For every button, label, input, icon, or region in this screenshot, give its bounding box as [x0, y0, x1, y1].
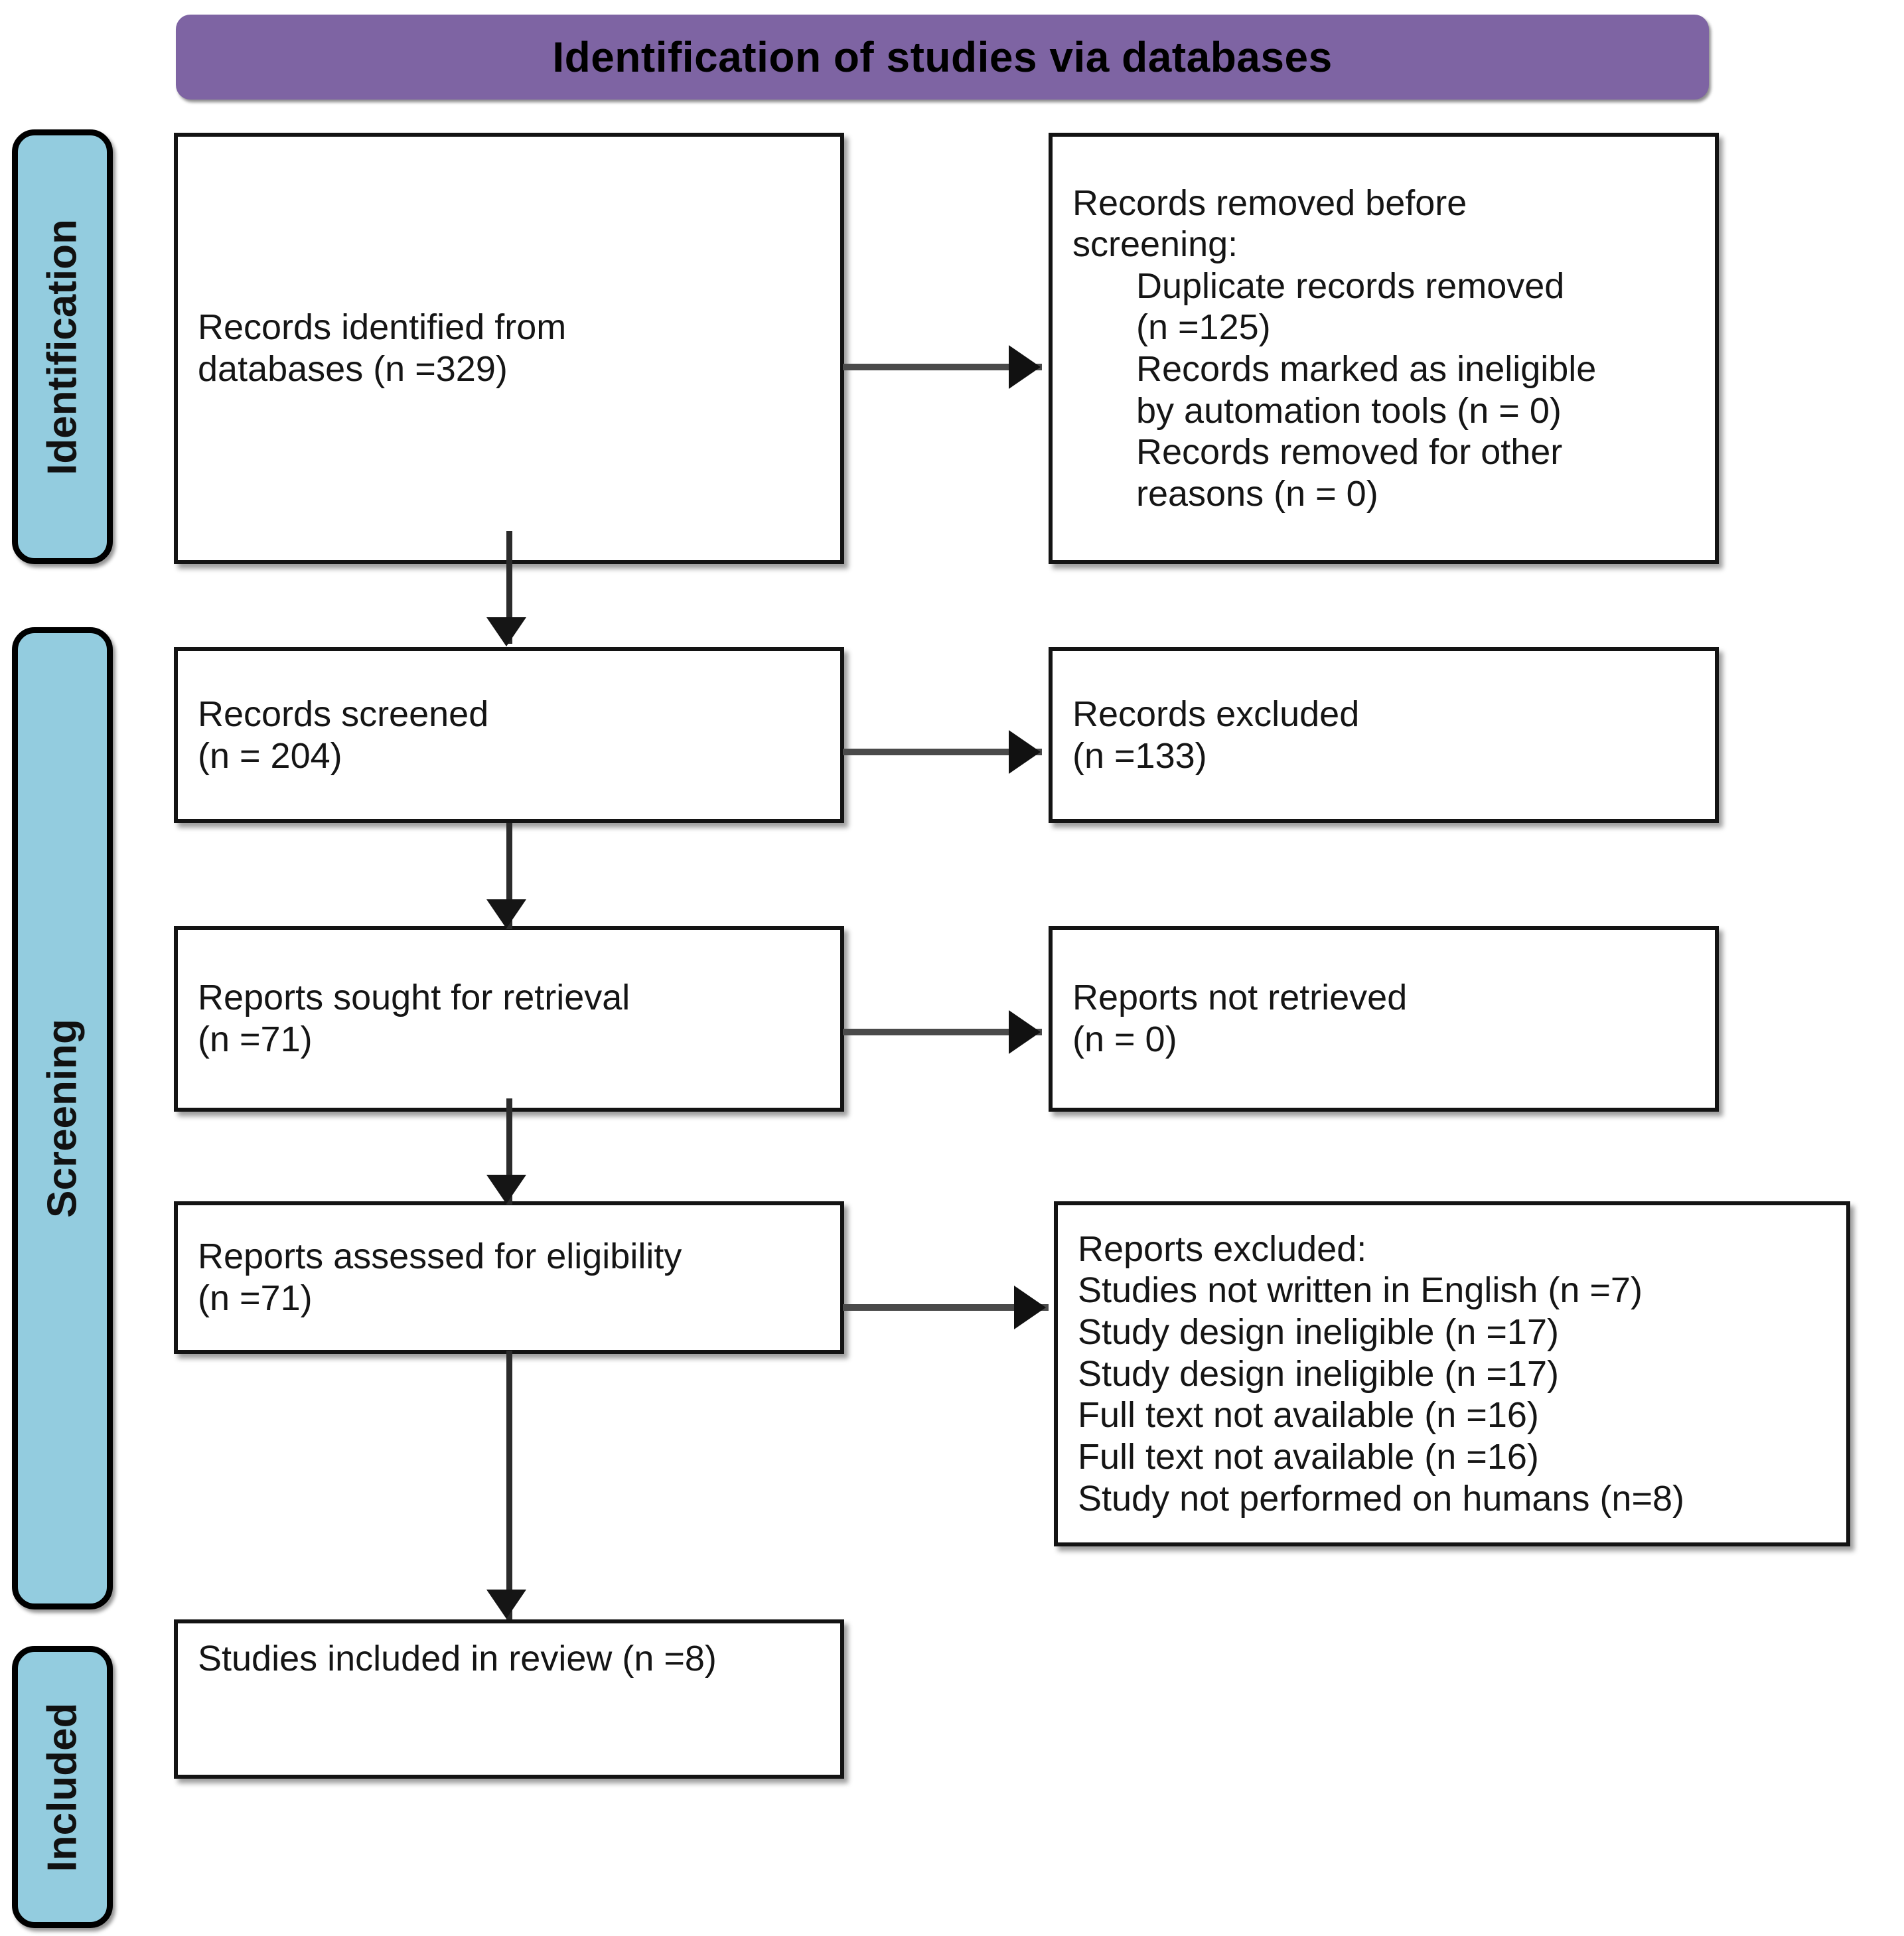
arrowhead-right-icon — [1009, 730, 1041, 774]
box-line: (n =71) — [198, 1278, 313, 1318]
stage-label-included-text: Included — [39, 1702, 86, 1872]
stage-label-screening: Screening — [12, 627, 113, 1609]
box-line: Reports assessed for eligibility — [198, 1236, 682, 1277]
arrowhead-down-icon — [486, 1590, 526, 1619]
stage-label-identification-text: Identification — [39, 218, 86, 475]
box-line: by automation tools (n = 0) — [1136, 390, 1562, 431]
box-line: Records removed for other — [1136, 432, 1563, 473]
box-line: Records marked as ineligible — [1136, 349, 1597, 389]
box-line: Study design ineligible (n =17) — [1078, 1353, 1559, 1394]
stage-label-screening-text: Screening — [39, 1019, 86, 1218]
box-line: Studies not written in English (n =7) — [1078, 1270, 1643, 1311]
box-line: Studies included in review (n =8) — [198, 1639, 717, 1678]
connector-identified-to-screened — [506, 531, 512, 644]
box-line: screening: — [1072, 224, 1238, 265]
connector-sought-to-assessed — [506, 1098, 512, 1205]
box-reports-sought-for-retrieval: Reports sought for retrieval (n =71) — [174, 926, 844, 1112]
box-line: (n =133) — [1072, 735, 1207, 776]
arrowhead-right-icon — [1009, 1010, 1041, 1054]
box-line: Full text not available (n =16) — [1078, 1395, 1539, 1436]
box-line: (n = 0) — [1072, 1019, 1177, 1059]
box-line: Reports sought for retrieval — [198, 978, 630, 1018]
box-reports-not-retrieved: Reports not retrieved (n = 0) — [1049, 926, 1719, 1112]
box-line: Full text not available (n =16) — [1078, 1436, 1539, 1477]
page-title: Identification of studies via databases — [552, 33, 1333, 81]
connector-screened-to-sought — [506, 823, 512, 929]
connector-assessed-to-included — [506, 1351, 512, 1619]
box-records-screened: Records screened (n = 204) — [174, 647, 844, 823]
arrowhead-right-icon — [1009, 345, 1041, 389]
stage-label-identification: Identification — [12, 129, 113, 564]
stage-label-included: Included — [12, 1646, 113, 1928]
box-line: (n =71) — [198, 1019, 313, 1059]
box-records-excluded: Records excluded (n =133) — [1049, 647, 1719, 823]
diagram-header-banner: Identification of studies via databases — [176, 15, 1709, 100]
box-line: Study design ineligible (n =17) — [1078, 1312, 1559, 1353]
box-line: Records screened — [198, 694, 489, 734]
box-line: reasons (n = 0) — [1136, 473, 1378, 514]
arrowhead-right-icon — [1014, 1286, 1046, 1329]
connector-identified-to-removed — [843, 364, 1042, 370]
box-line: Records identified from — [198, 307, 567, 348]
box-records-removed-before-screening: Records removed before screening: Duplic… — [1049, 133, 1719, 564]
arrowhead-down-icon — [486, 617, 526, 646]
connector-assessed-to-reports-excluded — [843, 1304, 1049, 1311]
box-studies-included-in-review: Studies included in review (n =8) — [174, 1619, 844, 1779]
connector-screened-to-excluded — [843, 749, 1042, 755]
box-line: Records excluded — [1072, 694, 1360, 734]
box-reports-excluded: Reports excluded: Studies not written in… — [1054, 1201, 1850, 1546]
arrowhead-down-icon — [486, 1175, 526, 1204]
box-line: (n =125) — [1136, 307, 1271, 348]
box-records-identified: Records identified from databases (n =32… — [174, 133, 844, 564]
box-line: databases (n =329) — [198, 349, 508, 389]
arrowhead-down-icon — [486, 899, 526, 929]
box-line: Duplicate records removed — [1136, 265, 1565, 306]
box-reports-assessed-for-eligibility: Reports assessed for eligibility (n =71) — [174, 1201, 844, 1354]
box-line: Reports not retrieved — [1072, 978, 1408, 1018]
box-line: (n = 204) — [198, 735, 342, 776]
box-line: Records removed before — [1072, 183, 1467, 223]
box-line: Reports excluded: — [1078, 1229, 1367, 1269]
box-line: Study not performed on humans (n=8) — [1078, 1478, 1685, 1519]
connector-sought-to-notretrieved — [843, 1029, 1042, 1035]
